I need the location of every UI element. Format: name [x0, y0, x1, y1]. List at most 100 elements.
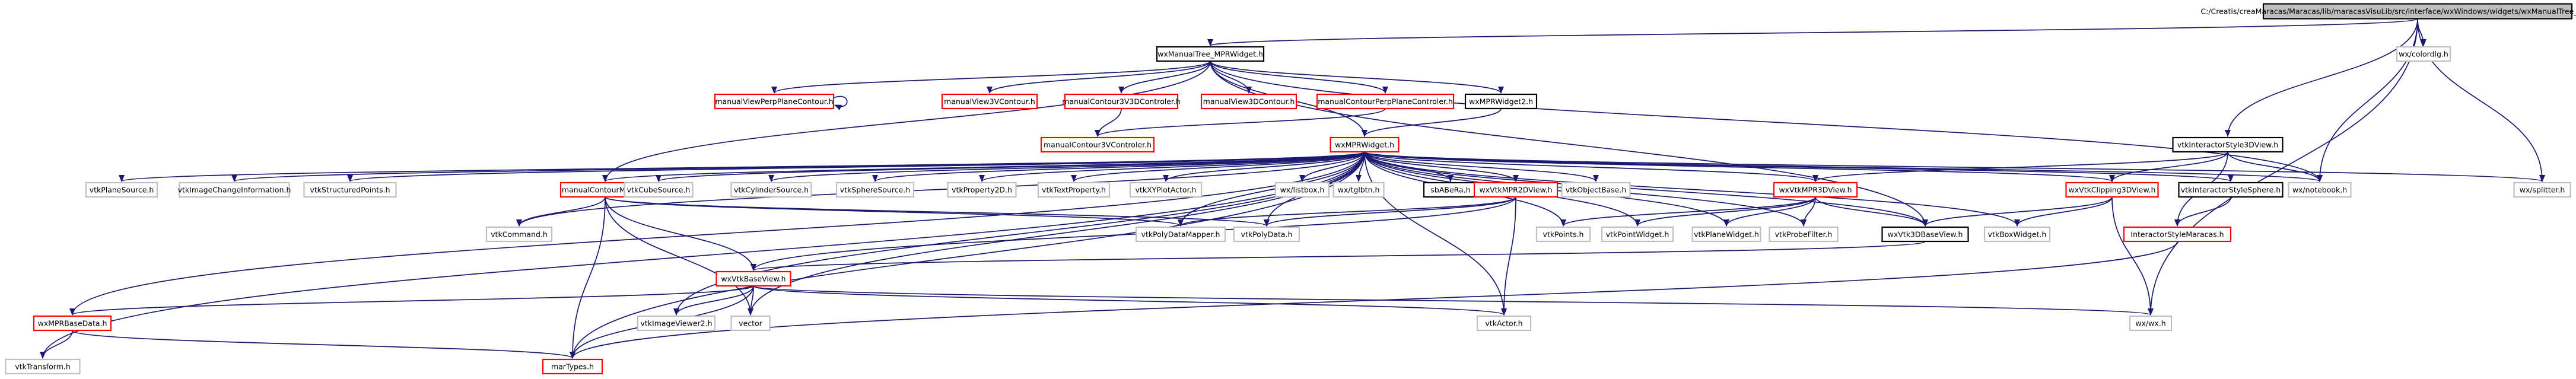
edge-self-loop-manualViewPerpPlaneContour: [833, 95, 848, 110]
node-vtkTransform[interactable]: vtkTransform.h: [5, 358, 81, 375]
node-label-root: C:/Creatis/creaMaracas/Maracas/lib/marac…: [2200, 7, 2576, 16]
edge-wxManualTree_MPRWidget-to-manualContourPerpPlaneControler: [1210, 60, 1388, 94]
edge-wxVtkMPR2DView-to-wxVtkBaseView: [750, 196, 1516, 271]
nodes-layer: C:/Creatis/creaMaracas/Maracas/lib/marac…: [5, 3, 2576, 375]
node-vtkInteractorStyleSphere[interactable]: vtkInteractorStyleSphere.h: [2178, 181, 2284, 198]
node-wxVtkBaseView[interactable]: wxVtkBaseView.h: [715, 270, 791, 287]
node-manualContourPerpPlaneControler[interactable]: manualContourPerpPlaneControler.h: [1316, 93, 1455, 110]
node-wxtglbtn[interactable]: wx/tglbtn.h: [1332, 181, 1385, 198]
node-vtkObjectBase[interactable]: vtkObjectBase.h: [1561, 181, 1631, 198]
node-label-vtkProbeFilter: vtkProbeFilter.h: [1775, 230, 1833, 239]
node-vtkPlaneSource[interactable]: vtkPlaneSource.h: [85, 181, 158, 198]
node-vtkCommand[interactable]: vtkCommand.h: [485, 226, 553, 243]
node-box-vtkPolyData: [1233, 226, 1300, 243]
edge-root-to-wxManualTree_MPRWidget: [1208, 18, 2418, 46]
node-box-manualContour3VControler: [1040, 136, 1155, 153]
node-box-wxVtkMPR2DView: [1473, 181, 1559, 198]
node-label-vtkTextProperty: vtkTextProperty.h: [1042, 186, 1106, 195]
node-wxMPRWidget[interactable]: wxMPRWidget.h: [1330, 136, 1400, 153]
edge-wxMPRWidget-to-wxVtk3DBaseView: [1364, 151, 1928, 227]
node-vtkPoints[interactable]: vtkPoints.h: [1535, 226, 1591, 243]
node-wxMPRBaseData[interactable]: wxMPRBaseData.h: [33, 315, 112, 332]
node-label-wxVtkMPR2DView: wxVtkMPR2DView.h: [1479, 186, 1552, 195]
node-vtkCylinderSource[interactable]: vtkCylinderSource.h: [730, 181, 812, 198]
node-vtkSphereSource[interactable]: vtkSphereSource.h: [835, 181, 915, 198]
node-vector[interactable]: vector: [730, 315, 771, 332]
node-box-vtkTextProperty: [1037, 181, 1111, 198]
node-vtkXYPlotActor[interactable]: vtkXYPlotActor.h: [1129, 181, 1203, 198]
node-wxVtkMPR2DView[interactable]: wxVtkMPR2DView.h: [1473, 181, 1559, 198]
node-box-vtkObjectBase: [1561, 181, 1631, 198]
node-label-vtkCommand: vtkCommand.h: [491, 230, 548, 239]
edge-manualContourPerpPlaneControler-to-manualContour3VControler: [1095, 108, 1386, 137]
node-box-vtkPolyDataMapper: [1135, 226, 1226, 243]
node-vtkPolyData[interactable]: vtkPolyData.h: [1233, 226, 1300, 243]
node-manualView3VContour[interactable]: manualView3VContour.h: [941, 93, 1038, 110]
node-wxlistbox[interactable]: wx/listbox.h: [1274, 181, 1330, 198]
edge-wxMPRWidget-to-vtkActor: [1364, 151, 1507, 316]
node-root[interactable]: C:/Creatis/creaMaracas/Maracas/lib/marac…: [2200, 3, 2576, 20]
node-label-vtkPlaneWidget: vtkPlaneWidget.h: [1694, 230, 1759, 239]
node-label-manualContour3VControler: manualContour3VControler.h: [1044, 141, 1152, 149]
node-vtkImageViewer2[interactable]: vtkImageViewer2.h: [637, 315, 716, 332]
node-vtkBoxWidget[interactable]: vtkBoxWidget.h: [1983, 226, 2051, 243]
node-box-vtkInteractorStyleSphere: [2178, 181, 2284, 198]
edge-wxVtkClipping3DView-to-wxwx: [2111, 196, 2154, 316]
node-vtkTextProperty[interactable]: vtkTextProperty.h: [1037, 181, 1111, 198]
node-vtkStructuredPoints[interactable]: vtkStructuredPoints.h: [303, 181, 397, 198]
edge-wxMPRWidget-to-vtkObjectBase: [1364, 151, 1599, 182]
node-label-wxlistbox: wx/listbox.h: [1280, 186, 1325, 195]
node-box-manualView3VContour: [941, 93, 1038, 110]
node-manualContour3VControler[interactable]: manualContour3VControler.h: [1040, 136, 1155, 153]
node-manualContour3V3DControler[interactable]: manualContour3V3DControler.h: [1062, 93, 1181, 110]
node-vtkActor[interactable]: vtkActor.h: [1476, 315, 1532, 332]
node-sbABeRa[interactable]: sbABeRa.h: [1423, 181, 1478, 198]
node-box-wxVtkBaseView: [715, 270, 791, 287]
node-box-wxwx: [2129, 315, 2173, 332]
node-vtkPlaneWidget[interactable]: vtkPlaneWidget.h: [1691, 226, 1761, 243]
edge-root-to-wxwx: [2148, 18, 2418, 316]
node-wxMPRWidget2[interactable]: wxMPRWidget2.h: [1464, 93, 1538, 110]
node-label-wxVtkClipping3DView: wxVtkClipping3DView.h: [2069, 186, 2156, 195]
node-InteractorStyleMaracas[interactable]: InteractorStyleMaracas.h: [2123, 226, 2232, 243]
node-wxnotebook[interactable]: wx/notebook.h: [2288, 181, 2352, 198]
node-vtkImageChangeInformation[interactable]: vtkImageChangeInformation.h: [178, 181, 291, 198]
node-box-wxMPRWidget2: [1464, 93, 1538, 110]
node-label-wxMPRWidget2: wxMPRWidget2.h: [1469, 97, 1533, 106]
node-label-InteractorStyleMaracas: InteractorStyleMaracas.h: [2130, 230, 2224, 239]
edge-wxMPRWidget2-to-wxMPRWidget: [1362, 108, 1502, 137]
edge-wxMPRWidget-to-vtkSphereSource: [872, 151, 1365, 182]
node-wxManualTree_MPRWidget[interactable]: wxManualTree_MPRWidget.h: [1156, 46, 1265, 62]
edge-wxMPRWidget-to-vtkCubeSource: [656, 151, 1365, 182]
edge-wxVtk3DBaseView-to-wxVtkBaseView: [750, 241, 1926, 271]
node-wxVtk3DBaseView[interactable]: wxVtk3DBaseView.h: [1881, 226, 1969, 243]
node-box-wxVtkMPR3DView: [1773, 181, 1858, 198]
node-wxVtkClipping3DView[interactable]: wxVtkClipping3DView.h: [2065, 181, 2159, 198]
edge-wxManualTree_MPRWidget-to-wxVtk3DBaseView: [1210, 60, 1928, 227]
node-manualViewPerpPlaneContour[interactable]: manualViewPerpPlaneContour.h: [714, 93, 835, 110]
node-vtkProperty2D[interactable]: vtkProperty2D.h: [947, 181, 1017, 198]
node-box-vtkImageViewer2: [637, 315, 716, 332]
node-vtkCubeSource[interactable]: vtkCubeSource.h: [624, 181, 694, 198]
edge-vtkInteractorStyle3DView-to-wxVtkMPR3DView: [1812, 151, 2228, 182]
node-wxwx[interactable]: wx/wx.h: [2129, 315, 2173, 332]
node-wxcolordlg[interactable]: wx/colordlg.h: [2396, 46, 2451, 62]
node-box-vtkTransform: [5, 358, 81, 375]
node-box-wxtglbtn: [1332, 181, 1385, 198]
node-wxVtkMPR3DView[interactable]: wxVtkMPR3DView.h: [1773, 181, 1858, 198]
edge-root-to-vtkInteractorStyle3DView: [2225, 18, 2418, 137]
node-vtkProbeFilter[interactable]: vtkProbeFilter.h: [1769, 226, 1839, 243]
node-vtkPolyDataMapper[interactable]: vtkPolyDataMapper.h: [1135, 226, 1226, 243]
node-box-wxManualTree_MPRWidget: [1156, 46, 1265, 62]
node-box-vtkSphereSource: [835, 181, 915, 198]
node-box-vtkXYPlotActor: [1129, 181, 1203, 198]
edge-manualContourModel-to-vtkPolyData: [605, 196, 1270, 227]
node-vtkPointWidget[interactable]: vtkPointWidget.h: [1601, 226, 1674, 243]
edge-wxMPRWidget-to-vtkStructuredPoints: [347, 151, 1365, 182]
node-vtkInteractorStyle3DView[interactable]: vtkInteractorStyle3DView.h: [2172, 136, 2284, 153]
node-label-manualContourPerpPlaneControler: manualContourPerpPlaneControler.h: [1318, 97, 1453, 106]
node-box-vtkProperty2D: [947, 181, 1017, 198]
node-manualView3DContour[interactable]: manualView3DContour.h: [1200, 93, 1297, 110]
node-marTypes[interactable]: marTypes.h: [542, 358, 603, 375]
node-wxsplitter[interactable]: wx/splitter.h: [2513, 181, 2571, 198]
